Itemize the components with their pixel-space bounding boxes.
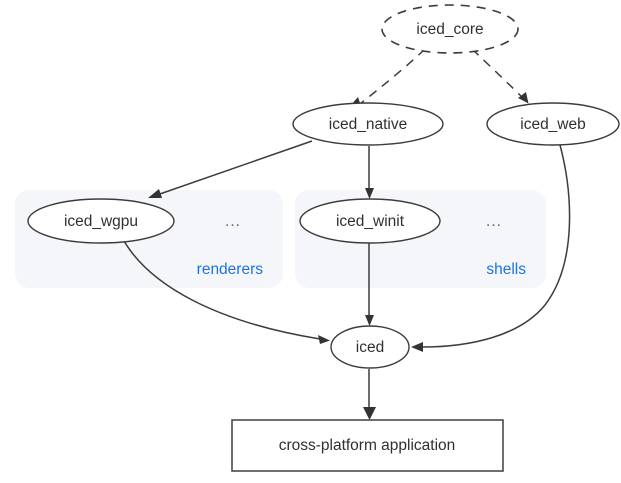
node-iced[interactable]: iced (330, 325, 410, 369)
edge-native-to-wgpu-line (156, 140, 313, 196)
node-iced-web-shape[interactable] (486, 102, 620, 146)
edge-web-to-iced (411, 144, 571, 352)
node-cross-platform-application-shape[interactable] (231, 419, 504, 472)
shells-more-ellipsis: ... (486, 213, 502, 230)
edge-wgpu-to-iced (123, 240, 330, 344)
node-iced-core-shape[interactable] (381, 4, 519, 54)
node-iced-web[interactable]: iced_web (486, 102, 620, 146)
edge-winit-to-iced (365, 243, 374, 326)
edge-winit-to-iced-arrowhead (365, 315, 374, 326)
cluster-renderers-label: renderers (197, 261, 264, 278)
cluster-shells-label: shells (486, 261, 526, 278)
edge-web-to-iced-line (421, 144, 571, 348)
edge-web-to-iced-arrowhead (411, 342, 423, 352)
edge-core-to-native (350, 48, 426, 106)
edge-core-to-web (471, 48, 529, 104)
node-iced-label: iced (356, 339, 384, 356)
edge-native-to-wgpu (148, 140, 313, 198)
node-cross-platform-application[interactable]: cross-platform application (231, 419, 504, 472)
edge-native-to-winit-arrowhead (365, 188, 374, 199)
node-iced-wgpu-label: iced_wgpu (64, 213, 138, 230)
node-iced-core[interactable]: iced_core (381, 4, 519, 54)
node-iced-wgpu-shape[interactable] (27, 198, 175, 244)
edge-iced-to-app-arrowhead (363, 407, 376, 420)
edge-wgpu-to-iced-line (123, 240, 321, 340)
edge-native-to-wgpu-arrowhead (148, 189, 162, 198)
node-iced-native-label: iced_native (329, 116, 407, 133)
node-iced-native[interactable]: iced_native (292, 102, 444, 146)
node-iced-core-label: iced_core (416, 21, 483, 38)
renderers-more-ellipsis: ... (225, 213, 241, 230)
node-iced-native-shape[interactable] (292, 102, 444, 146)
edge-wgpu-to-iced-arrowhead (318, 335, 330, 344)
node-iced-winit[interactable]: iced_winit (299, 198, 441, 244)
edge-core-to-web-arrowhead (518, 92, 529, 104)
edge-core-to-native-line (359, 48, 426, 105)
node-iced-web-label: iced_web (520, 116, 586, 133)
edge-core-to-web-line (471, 48, 529, 104)
node-iced-wgpu[interactable]: iced_wgpu (27, 198, 175, 244)
edge-iced-to-app (363, 369, 376, 420)
edge-native-to-winit (365, 146, 374, 199)
node-iced-winit-shape[interactable] (299, 198, 441, 244)
node-cross-platform-application-label: cross-platform application (279, 437, 456, 454)
node-iced-winit-label: iced_winit (336, 213, 405, 230)
node-iced-shape[interactable] (330, 325, 410, 369)
